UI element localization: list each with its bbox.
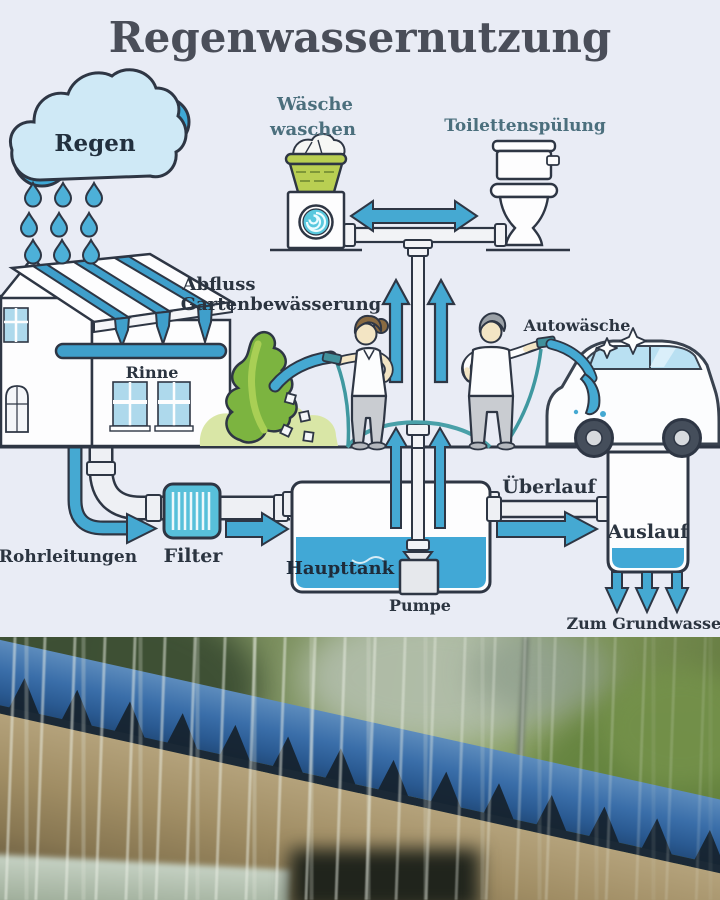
label-regen: Regen: [54, 130, 135, 157]
label-autowaesche: Autowäsche: [523, 316, 631, 335]
flow-arrow-filter-to-tank: [225, 511, 290, 547]
house: [0, 252, 236, 448]
roof-water-streams: [30, 255, 216, 349]
label-haupttank: Haupttank: [286, 558, 395, 579]
pump-unit: [398, 447, 440, 596]
label-zum-grundwasser: Zum Grundwasser: [566, 614, 720, 633]
hose-nozzle: [321, 351, 343, 365]
top-distribution-pipe: [343, 223, 507, 249]
rain-gutter-photo: [0, 637, 720, 900]
label-pumpe: Pumpe: [389, 596, 451, 615]
label-rohrleitungen: Rohrleitungen: [0, 547, 137, 567]
rain-cloud: Regen: [9, 68, 191, 188]
sparkle-icon: [596, 327, 647, 359]
house-window: [154, 381, 194, 432]
woman-watering-garden: [321, 314, 394, 451]
label-gartenbewaesserung: Gartenbewässerung: [181, 294, 382, 315]
car: [545, 327, 720, 458]
pumped-water-arrows-large: [381, 277, 456, 384]
label-abfluss: Abfluss: [182, 274, 256, 295]
outlet-container: [599, 438, 697, 574]
label-ueberlauf: Überlauf: [502, 475, 597, 498]
label-toilettenspuelung: Toilettenspülung: [444, 116, 606, 136]
photo-rain-streaks: [0, 637, 720, 900]
double-arrow-washer-toilet: [349, 199, 479, 233]
toilet: [486, 139, 570, 252]
groundwater-arrows: [604, 571, 690, 615]
label-waesche-line2: waschen: [269, 119, 356, 140]
label-auslauf: Auslauf: [607, 521, 691, 543]
house-window: [109, 381, 151, 432]
riser-pipe: [406, 245, 430, 449]
rainwater-diagram: Regenwassernutzung: [0, 13, 720, 633]
label-rinne: Rinne: [126, 363, 179, 382]
washing-machine: [270, 133, 362, 252]
overflow-pipe: [486, 496, 612, 522]
rain-drops: [19, 180, 104, 265]
flow-arrow-tank-to-outlet: [496, 510, 600, 548]
label-waesche-line1: Wäsche: [276, 94, 353, 115]
filter-unit: [162, 482, 222, 540]
underground-pipes: [67, 358, 290, 545]
gutter: [54, 342, 228, 360]
page-title: Regenwassernutzung: [109, 13, 612, 62]
label-filter: Filter: [164, 545, 224, 567]
garden-plant: [225, 331, 298, 444]
